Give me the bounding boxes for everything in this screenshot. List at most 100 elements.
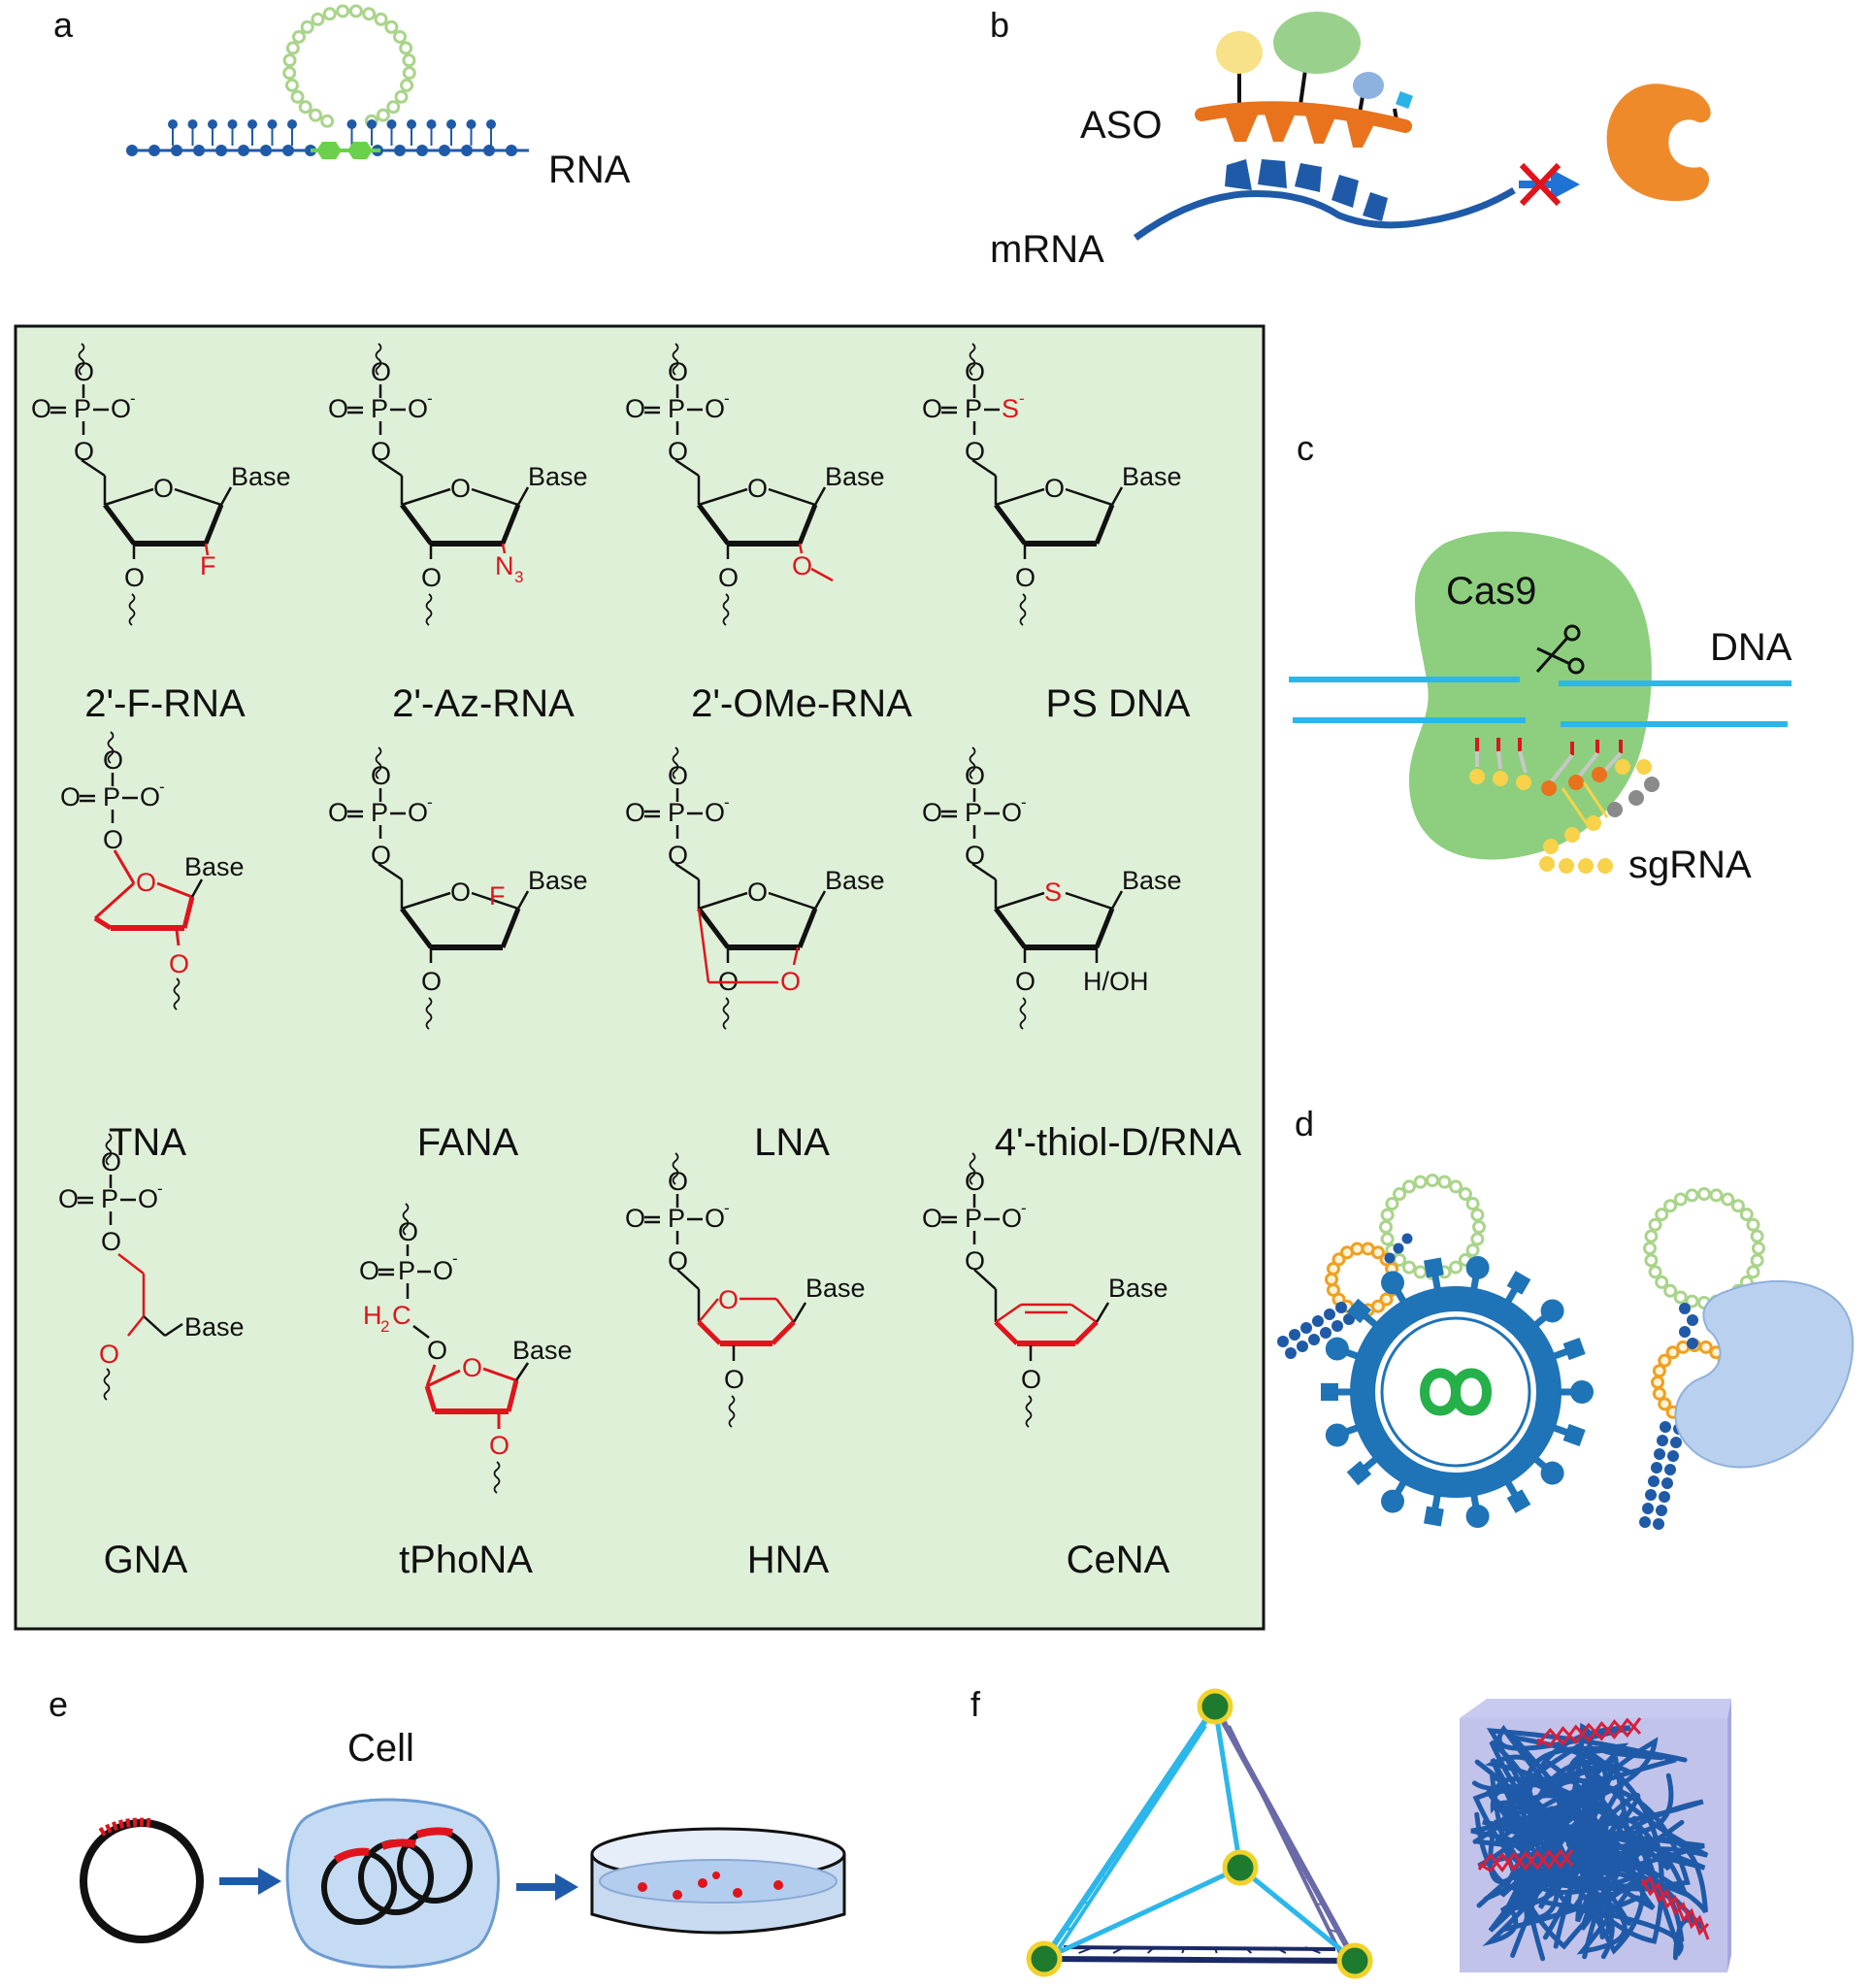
crosslink-duplex [1535,1717,1642,1746]
aptamer-nucleotide [1644,1253,1659,1268]
stem-nucleotide [1687,1314,1698,1326]
stem-nucleotide [1384,1252,1396,1264]
bond [810,567,834,582]
atom-label: - [1019,389,1025,408]
atom-label: O [965,761,985,790]
bond [514,1362,530,1381]
atom-label: O [489,1431,510,1460]
atom-label: O [408,394,428,423]
atom-label: - [159,778,165,796]
bond [175,929,181,946]
bond [792,946,800,966]
atom-label: F [200,551,216,580]
loop-nucleotide [290,89,305,104]
bond [1041,1705,1218,1961]
atom-label: O [1015,967,1036,996]
stem-nucleotide [1642,1503,1654,1514]
wavy-bond [969,1152,976,1185]
atom-label: O [1002,798,1022,827]
paired-nucleotide [227,119,238,129]
loop-nucleotide [282,66,297,81]
dna-label: DNA [1710,626,1792,669]
atom-label: O [74,437,94,466]
aptamer-nucleotide [1673,1290,1688,1305]
aptamer-nucleotide [1730,1199,1745,1213]
bond [1170,1762,1178,1777]
virus-spike [1570,1380,1594,1404]
aptamer-nucleotide [1449,1260,1463,1275]
bond [1496,750,1502,770]
wavy-bond [1019,593,1027,626]
backbone-nucleotide [282,145,294,156]
atom-label: O [58,1184,79,1213]
aptamer-nucleotide [1644,1229,1659,1243]
stem-nucleotide [1670,1437,1682,1448]
bond [482,1367,517,1382]
wavy-bond [105,1133,113,1166]
bond [181,896,195,929]
backbone-nucleotide [260,145,272,156]
wavy-bond [375,343,382,376]
loop-nucleotide [362,7,377,21]
backbone-nucleotide [483,145,495,156]
aptamer-nucleotide [1652,1364,1666,1378]
virus-spike [1325,1337,1349,1361]
loop-nucleotide [311,12,325,26]
paired-nucleotide [287,119,297,129]
monomer-name: 2'-OMe-RNA [691,682,912,725]
stem-nucleotide [1667,1450,1679,1462]
stem-nucleotide [1312,1315,1324,1327]
atom-label: O [965,1167,985,1196]
atom-label: P [965,1204,982,1233]
atom-label: Base [184,1312,245,1342]
atom-label: O [136,868,156,897]
panel-a: a RNA [53,4,631,191]
loop-nucleotide [322,7,337,21]
wavy-bond [173,977,181,1011]
atom-label: P [74,394,91,423]
bond [426,1369,461,1388]
bond [674,458,700,478]
target-protein [1674,1280,1855,1469]
panel-e: e Cell [49,1684,846,1969]
bond [676,1269,700,1290]
stem-nucleotide [1661,1477,1673,1489]
panel-d: d [1277,1104,1855,1530]
aptamer-nucleotide [1750,1229,1764,1243]
atom-label: O [718,1285,739,1314]
loop-nucleotide [298,100,312,115]
wavy-bond [722,997,730,1030]
sgrna-nucleotide [1564,827,1580,843]
loop-nucleotide [285,41,300,55]
atom-label: O [668,1246,688,1276]
backbone-nucleotide [439,145,450,156]
bond [516,890,530,910]
stem-nucleotide [1320,1327,1332,1339]
atom-label: O [668,841,688,870]
bond [500,504,521,545]
atom-label: O [124,563,145,592]
bond [768,487,816,507]
loop-nucleotide [374,12,388,26]
atom-label: O [371,437,391,466]
bond [471,487,519,507]
atom-label: N [495,551,514,580]
aptamer-nucleotide [1458,1187,1472,1202]
sgrna-nucleotide [1644,777,1660,792]
atom-label: O [965,841,985,870]
monomer-name: CeNA [1067,1539,1170,1581]
atom-label: Base [825,866,885,895]
aso-strand [1195,101,1412,133]
bond [81,458,106,478]
bond [697,1320,722,1345]
atom-label: O [101,1147,121,1176]
paired-nucleotide [446,119,456,129]
bond [1227,1725,1343,1956]
aptamer-nucleotide [1655,1208,1669,1222]
bond [971,458,997,478]
paired-nucleotide [247,119,257,129]
aptamer-nucleotide [1380,1208,1395,1222]
atom-label: O [965,1246,985,1276]
